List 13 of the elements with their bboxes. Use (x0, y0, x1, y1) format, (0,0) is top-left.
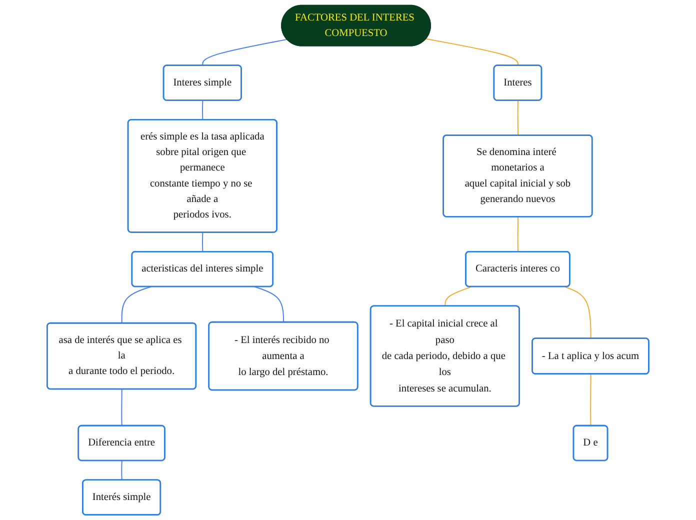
connector (426, 38, 519, 66)
connector (202, 38, 288, 66)
connector (517, 100, 519, 136)
connector (444, 286, 472, 307)
connector (590, 374, 592, 426)
connector (121, 460, 122, 481)
connector (202, 232, 204, 252)
connector (564, 286, 592, 340)
connector (517, 216, 519, 252)
connector (121, 286, 152, 324)
connector (254, 286, 284, 323)
connector (202, 100, 204, 120)
connector (121, 388, 122, 426)
